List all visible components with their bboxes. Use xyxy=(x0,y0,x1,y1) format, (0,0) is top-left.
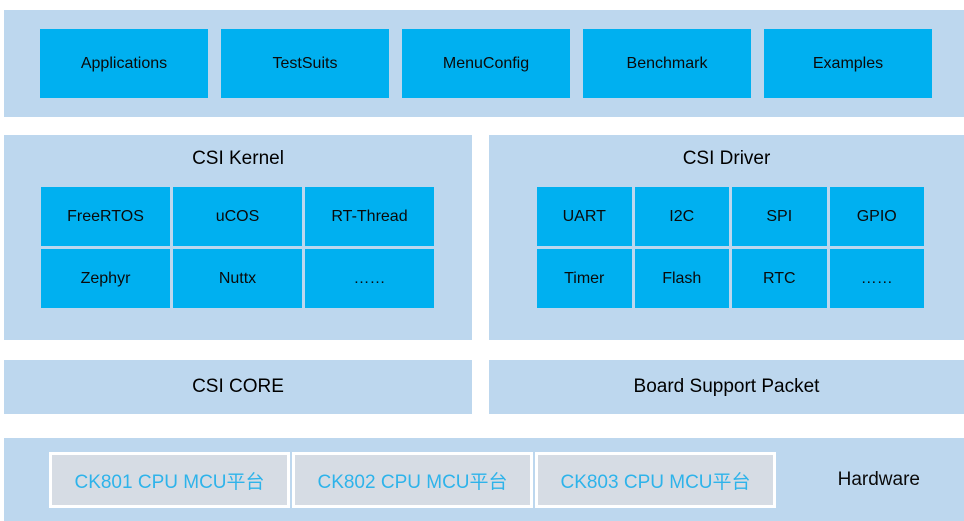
testsuits-box: TestSuits xyxy=(221,29,389,98)
driver-cell-rtc: RTC xyxy=(732,249,827,308)
kernel-cell-freertos: FreeRTOS xyxy=(41,187,170,246)
kernel-table: FreeRTOS uCOS RT-Thread Zephyr Nuttx …… xyxy=(41,187,434,308)
csi-driver-title: CSI Driver xyxy=(682,148,771,169)
kernel-cell-zephyr: Zephyr xyxy=(41,249,170,308)
ck803-platform-box: CK803 CPU MCU平台 xyxy=(535,452,776,508)
applications-box: Applications xyxy=(40,29,208,98)
driver-table: UART I2C SPI GPIO Timer Flash RTC …… xyxy=(537,187,924,308)
hardware-layer-band: CK801 CPU MCU平台 CK802 CPU MCU平台 CK803 CP… xyxy=(4,438,964,521)
board-support-packet-bar: Board Support Packet xyxy=(489,360,964,414)
kernel-cell-rtthread: RT-Thread xyxy=(305,187,434,246)
hardware-label: Hardware xyxy=(837,468,920,490)
cpu-platform-boxes: CK801 CPU MCU平台 CK802 CPU MCU平台 CK803 CP… xyxy=(49,452,776,508)
driver-cell-flash: Flash xyxy=(634,249,729,308)
csi-driver-panel: CSI Driver UART I2C SPI GPIO Timer Flash… xyxy=(489,135,964,340)
menuconfig-box: MenuConfig xyxy=(402,29,570,98)
applications-layer-band: Applications TestSuits MenuConfig Benchm… xyxy=(4,10,964,117)
driver-cell-spi: SPI xyxy=(732,187,827,246)
ck801-platform-box: CK801 CPU MCU平台 xyxy=(49,452,290,508)
examples-box: Examples xyxy=(764,29,932,98)
driver-cell-timer: Timer xyxy=(537,249,632,308)
kernel-cell-more: …… xyxy=(305,249,434,308)
csi-kernel-panel: CSI Kernel FreeRTOS uCOS RT-Thread Zephy… xyxy=(4,135,472,340)
driver-cell-gpio: GPIO xyxy=(829,187,924,246)
csi-core-bar: CSI CORE xyxy=(4,360,472,414)
driver-cell-uart: UART xyxy=(537,187,632,246)
driver-cell-i2c: I2C xyxy=(634,187,729,246)
benchmark-box: Benchmark xyxy=(583,29,751,98)
core-bsp-row: CSI CORE Board Support Packet xyxy=(4,360,964,414)
ck802-platform-box: CK802 CPU MCU平台 xyxy=(292,452,533,508)
csi-kernel-title: CSI Kernel xyxy=(192,148,284,169)
driver-cell-more: …… xyxy=(829,249,924,308)
middle-panels-row: CSI Kernel FreeRTOS uCOS RT-Thread Zephy… xyxy=(4,135,964,340)
kernel-cell-ucos: uCOS xyxy=(173,187,302,246)
kernel-cell-nuttx: Nuttx xyxy=(173,249,302,308)
